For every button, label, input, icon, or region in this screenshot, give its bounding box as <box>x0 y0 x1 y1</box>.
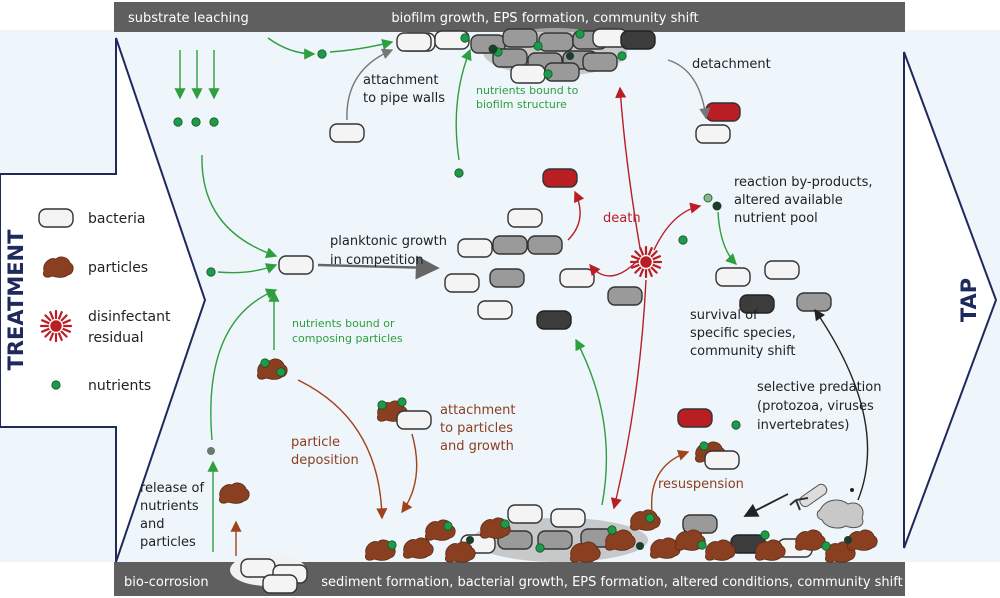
predation-label-3: invertebrates) <box>757 418 850 433</box>
treatment-arrow <box>0 37 207 563</box>
survival-label-3: community shift <box>690 344 796 359</box>
death-label: death <box>603 211 641 226</box>
legend-disinfectant-label: disinfectant <box>88 309 171 325</box>
process-arrows <box>174 37 869 556</box>
survival-label-2: specific species, <box>690 326 796 341</box>
nutrients-biofilm-label-2: biofilm structure <box>476 98 567 111</box>
nutrients-particles-label-2: composing particles <box>292 332 403 345</box>
pipe-bottom-center-label: sediment formation, bacterial growth, EP… <box>321 575 902 590</box>
attach-particles-label-2: to particles <box>440 421 513 436</box>
nutrients-particles-label: nutrients bound or <box>292 317 395 330</box>
release-label: release of <box>140 481 204 496</box>
top-biofilm <box>400 28 656 84</box>
deposition-label-2: deposition <box>291 453 359 468</box>
legend: bacteria particles disinfectant residual… <box>38 208 171 394</box>
predation-label: selective predation <box>757 380 882 395</box>
survival-label: survival of <box>690 308 758 323</box>
resuspension-label: resuspension <box>658 477 744 492</box>
tap-label: TAP <box>957 278 981 322</box>
pipe-top-center-label: biofilm growth, EPS formation, community… <box>391 11 698 26</box>
legend-nutrient-icon <box>51 380 61 390</box>
attachment-walls-label-2: to pipe walls <box>363 91 445 106</box>
tap-arrow <box>903 51 998 549</box>
byproducts-label-3: nutrient pool <box>734 211 818 226</box>
release-label-4: particles <box>140 535 196 550</box>
pipe-bottom-left-label: bio-corrosion <box>124 575 209 590</box>
corrosion-bacteria <box>230 554 308 594</box>
process-labels: attachment to pipe walls nutrients bound… <box>140 57 882 550</box>
release-label-3: and <box>140 517 164 532</box>
attach-particles-label-3: and growth <box>440 439 514 454</box>
deposition-label: particle <box>291 435 340 450</box>
legend-particle-icon <box>43 256 74 278</box>
scattered-elements <box>173 32 832 504</box>
sediment-layer <box>365 504 878 563</box>
byproducts-label-2: altered available <box>734 193 843 208</box>
treatment-label: TREATMENT <box>4 229 28 371</box>
legend-bacteria-label: bacteria <box>88 211 146 227</box>
pipe-top-left-label: substrate leaching <box>128 11 249 26</box>
pipe-top-wall <box>114 2 905 32</box>
planktonic-label: planktonic growth <box>330 234 447 249</box>
predation-label-2: (protozoa, viruses <box>757 399 874 414</box>
detachment-label: detachment <box>692 57 771 72</box>
predator-icons <box>789 483 864 529</box>
release-label-2: nutrients <box>140 499 199 514</box>
attach-particles-label: attachment <box>440 403 516 418</box>
nutrients-biofilm-label: nutrients bound to <box>476 84 579 97</box>
legend-disinfectant-icon <box>39 309 73 343</box>
legend-bacteria-icon <box>38 208 74 228</box>
legend-nutrients-label: nutrients <box>88 378 151 394</box>
planktonic-label-2: in competition <box>330 253 424 268</box>
attachment-walls-label: attachment <box>363 73 439 88</box>
legend-residual-label: residual <box>88 330 143 346</box>
legend-particles-label: particles <box>88 260 148 276</box>
byproducts-label: reaction by-products, <box>734 175 873 190</box>
